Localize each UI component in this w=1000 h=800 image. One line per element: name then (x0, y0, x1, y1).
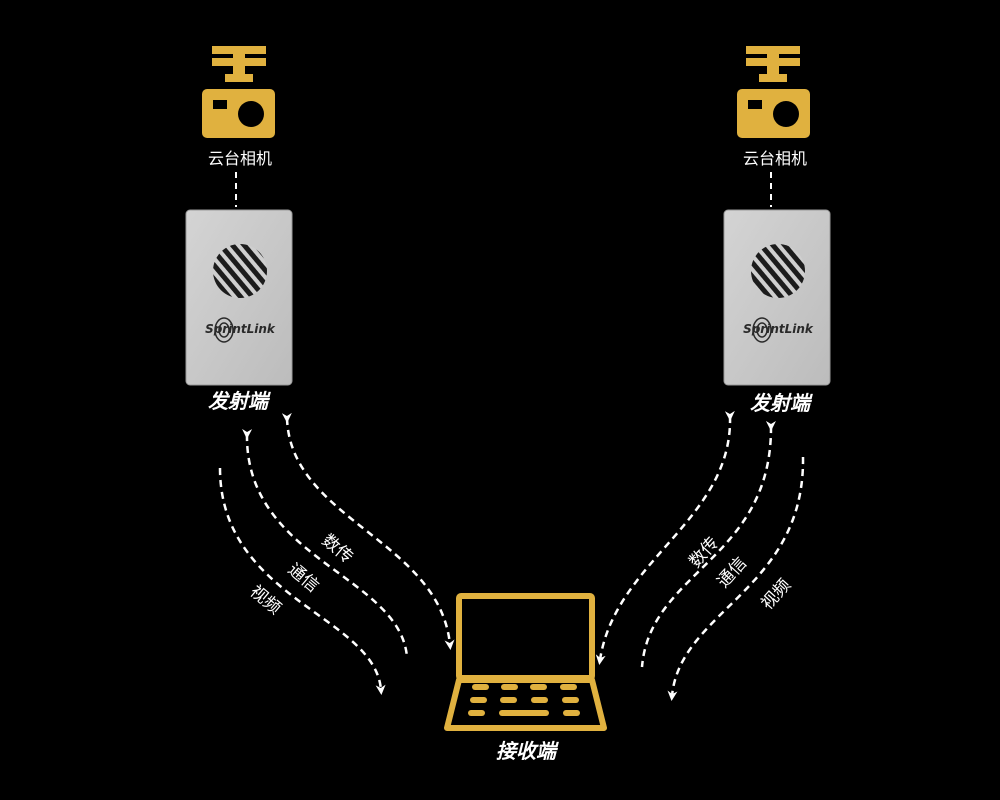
right-brand-logo-icon (752, 317, 772, 343)
right-brand-text: SprintLink (743, 322, 814, 336)
left-camera-label: 云台相机 (208, 149, 272, 168)
left-data-link-curve (281, 412, 455, 650)
right-comm-link-curve (640, 420, 776, 668)
left-transmitter-label: 发射端 (208, 389, 271, 413)
right-transmitter-device: SprintLink (723, 209, 831, 386)
right-gimbal-camera-icon (737, 46, 810, 138)
right-comm-link-label: 通信 (713, 553, 751, 592)
left-unit: 云台相机 SprintLink 发射端 (185, 46, 293, 413)
left-video-link-curve (218, 467, 386, 695)
left-brand-text: SprintLink (205, 322, 276, 336)
right-transmitter-label: 发射端 (750, 391, 813, 415)
receiver-laptop-icon (444, 593, 607, 731)
receiver-label: 接收端 (496, 739, 559, 763)
left-camera-lens (213, 100, 264, 127)
left-comm-link-label: 通信 (284, 560, 323, 597)
left-transmitter-device: SprintLink (185, 209, 293, 386)
right-unit: 云台相机 SprintLink 发射端 (723, 46, 831, 415)
right-camera-label: 云台相机 (743, 149, 807, 168)
right-data-link-label: 数传 (685, 533, 723, 572)
right-video-link-label: 视频 (757, 575, 795, 614)
left-comm-link-curve (242, 428, 409, 658)
left-gimbal-camera-icon (202, 46, 275, 138)
link-curves (218, 410, 805, 701)
left-brand-logo-icon (214, 317, 234, 343)
right-camera-lens (748, 100, 799, 127)
left-video-link-label: 视频 (246, 582, 285, 619)
right-data-link-curve (595, 410, 735, 665)
left-data-link-label: 数传 (318, 531, 357, 568)
laptop-keyboard (468, 684, 580, 716)
